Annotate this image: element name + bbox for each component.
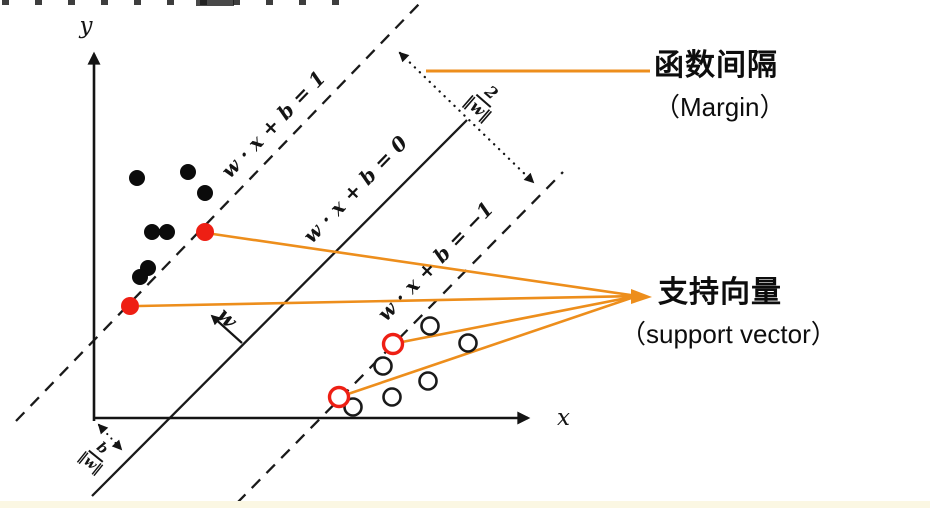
support-vector-connector-4 (347, 294, 638, 396)
support-vector-callout-subtitle: （support vector） (620, 319, 837, 349)
positive-class-point (132, 269, 148, 285)
hyperplane-zero (91, 119, 468, 497)
negative-class-point (420, 316, 440, 336)
positive-support-vector (196, 223, 214, 241)
geometry-layer (15, 3, 652, 504)
negative-class-point (458, 333, 478, 353)
margin-callout-subtitle: （Margin） (654, 92, 786, 122)
positive-class-point (180, 164, 196, 180)
positive-class-point (144, 224, 160, 240)
support-vector-connector-3 (401, 294, 638, 344)
negative-support-vector (327, 385, 351, 409)
bottom-slide-strip (0, 501, 930, 508)
margin-callout-title: 函数间隔 (654, 49, 778, 82)
positive-class-point (159, 224, 175, 240)
origin-offset-arrow (97, 423, 123, 451)
x-axis-label: x (557, 405, 570, 431)
negative-class-point (418, 371, 438, 391)
negative-support-vector (381, 332, 405, 356)
w-vector-arrow (210, 314, 243, 344)
positive-support-vector (121, 297, 139, 315)
y-axis-label: y (79, 13, 94, 39)
negative-class-point (373, 356, 393, 376)
negative-class-point (343, 397, 363, 417)
equation-zero: w · x + b = 0 (298, 131, 412, 248)
equation-plus1: w · x + b = 1 (216, 66, 330, 183)
support-vector-connector-2 (138, 294, 638, 308)
w-vector-label: w (212, 302, 243, 333)
cropped-text-fragment-wide (196, 0, 234, 6)
margin-callout: 函数间隔 （Margin） (654, 40, 785, 124)
negative-class-point (382, 387, 402, 407)
support-vector-callout: 支持向量 （support vector） (620, 267, 837, 351)
support-vector-callout-title: 支持向量 (658, 276, 782, 309)
support-vector-arrowhead (631, 289, 652, 304)
hyperplane-plus1 (15, 3, 420, 422)
positive-class-point (129, 170, 145, 186)
cropped-text-fragments (2, 0, 354, 5)
positive-class-point (197, 185, 213, 201)
support-vector-connector-1 (212, 232, 638, 298)
